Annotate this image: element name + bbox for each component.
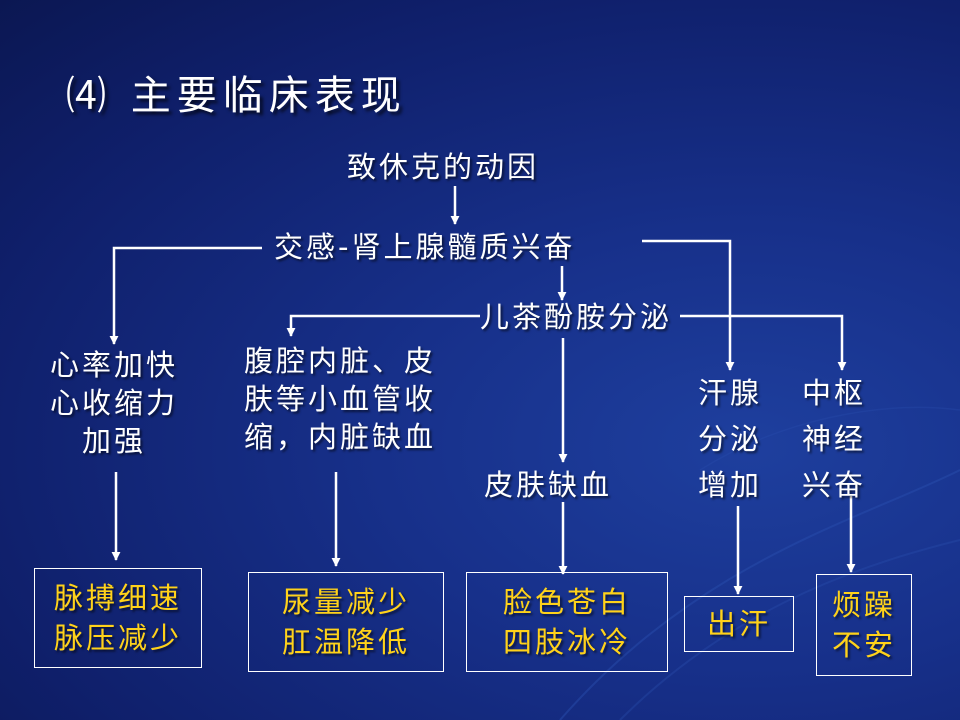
cns-effect-line: 中枢 — [802, 376, 867, 410]
sweat-effect-line: 分泌 — [698, 422, 763, 456]
outcome-line: 四肢冰冷 — [502, 625, 631, 659]
arrow-to-sweat-effect — [642, 239, 735, 371]
heart-effect-line: 心收缩力 — [49, 386, 178, 420]
outcome-line: 烦躁 — [831, 588, 896, 622]
node-sympathetic: 交感-肾上腺髓质兴奋 — [274, 230, 576, 264]
outcome-line: 脉搏细速 — [53, 581, 182, 615]
cns-effect-line: 兴奋 — [802, 468, 867, 502]
node-sweat-effect: 汗腺 分泌 增加 — [698, 370, 762, 508]
sweat-effect-line: 汗腺 — [698, 376, 763, 410]
node-heart-effect: 心率加快 心收缩力 加强 — [38, 346, 190, 460]
page-title: ⑷ 主要临床表现 — [66, 73, 407, 119]
outcome-line: 不安 — [831, 628, 896, 662]
arrow-to-visceral-effect — [286, 314, 480, 337]
node-catecholamine: 儿茶酚胺分泌 — [480, 300, 673, 334]
node-cns-effect: 中枢 神经 兴奋 — [802, 370, 866, 508]
outcome-line: 尿量减少 — [281, 585, 410, 619]
arrow-to-heart-effect — [109, 246, 262, 345]
heart-effect-line: 加强 — [81, 424, 146, 458]
node-cause: 致休克的动因 — [347, 150, 540, 184]
visceral-effect-line: 缩，内脏缺血 — [244, 420, 437, 454]
node-skin-ischemia: 皮肤缺血 — [484, 468, 613, 502]
outcome-box-restless: 烦躁 不安 — [816, 574, 912, 676]
outcome-line: 肛温降低 — [281, 625, 410, 659]
heart-effect-line: 心率加快 — [49, 348, 178, 382]
outcome-box-skin: 脸色苍白 四肢冰冷 — [466, 572, 668, 672]
outcome-line: 脸色苍白 — [502, 585, 631, 619]
arrow-to-cns-effect — [680, 314, 847, 371]
outcome-box-urine: 尿量减少 肛温降低 — [248, 572, 444, 672]
outcome-line: 出汗 — [706, 607, 771, 641]
visceral-effect-line: 腹腔内脏、皮 — [244, 344, 437, 378]
outcome-box-sweat: 出汗 — [684, 596, 794, 652]
visceral-effect-line: 肤等小血管收 — [244, 382, 437, 416]
cns-effect-line: 神经 — [802, 422, 867, 456]
outcome-box-pulse: 脉搏细速 脉压减少 — [34, 568, 202, 668]
sweat-effect-line: 增加 — [698, 468, 763, 502]
node-visceral-effect: 腹腔内脏、皮 肤等小血管收 缩，内脏缺血 — [244, 342, 436, 456]
outcome-line: 脉压减少 — [53, 621, 182, 655]
